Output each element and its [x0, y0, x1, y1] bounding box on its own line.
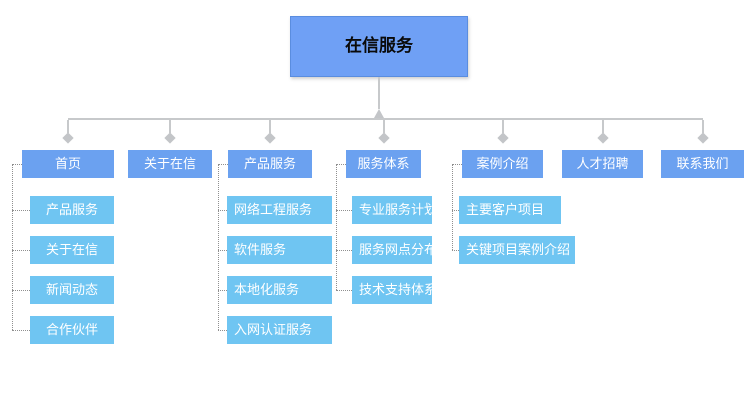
- connector-drop-line: [601, 120, 604, 133]
- branch-node: 案例介绍: [462, 150, 543, 178]
- leaf-node: 专业服务计划: [352, 196, 437, 224]
- leaf-node: 网络工程服务: [227, 196, 332, 224]
- branch-node: 首页: [22, 150, 114, 178]
- dotted-connector: [218, 290, 227, 291]
- root-node: 在信服务: [290, 16, 468, 77]
- branch-node: 人才招聘: [562, 150, 643, 178]
- dotted-connector: [12, 164, 22, 165]
- leaf-node: 入网认证服务: [227, 316, 332, 344]
- dotted-connector: [336, 164, 346, 165]
- connector-rail: [68, 118, 703, 120]
- connector-drop-line: [67, 120, 69, 133]
- dotted-connector: [336, 210, 352, 211]
- dotted-connector: [12, 210, 30, 211]
- drop-diamond-icon: [264, 132, 276, 144]
- drop-diamond-icon: [696, 132, 709, 144]
- leaf-node: 技术支持体系: [352, 276, 437, 304]
- leaf-node: 主要客户项目: [459, 196, 561, 224]
- leaf-node: 软件服务: [227, 236, 332, 264]
- leaf-node: 合作伙伴: [30, 316, 114, 344]
- drop-diamond-icon: [596, 132, 609, 144]
- connector-drop-line: [269, 120, 271, 133]
- leaf-node: 关键项目案例介绍: [459, 236, 575, 264]
- connector-drop-line: [382, 120, 385, 133]
- dotted-connector: [218, 210, 227, 211]
- dotted-connector: [218, 330, 227, 331]
- leaf-node: 产品服务: [30, 196, 114, 224]
- dotted-connector: [452, 210, 459, 211]
- branch-node: 服务体系: [346, 150, 421, 178]
- connector-drop-line: [501, 120, 504, 133]
- dotted-connector: [452, 164, 462, 165]
- dotted-connector: [218, 164, 219, 330]
- dotted-connector: [12, 164, 13, 330]
- connector-drop-line: [701, 120, 704, 133]
- drop-diamond-icon: [496, 132, 509, 144]
- dotted-connector: [12, 290, 30, 291]
- connector-trunk-line: [378, 77, 380, 109]
- dotted-connector: [452, 250, 459, 251]
- leaf-node: 新闻动态: [30, 276, 114, 304]
- branch-node: 联系我们: [661, 150, 744, 178]
- branch-node: 产品服务: [228, 150, 312, 178]
- drop-diamond-icon: [164, 132, 176, 144]
- drop-diamond-icon: [377, 132, 390, 144]
- leaf-node: 服务网点分布: [352, 236, 437, 264]
- dotted-connector: [336, 290, 352, 291]
- connector-drop-line: [169, 120, 171, 133]
- dotted-connector: [12, 330, 30, 331]
- drop-diamond-icon: [62, 132, 74, 144]
- dotted-connector: [452, 164, 453, 250]
- leaf-node: 本地化服务: [227, 276, 332, 304]
- trunk-arrowhead-icon: [374, 109, 384, 118]
- dotted-connector: [336, 250, 352, 251]
- dotted-connector: [12, 250, 30, 251]
- dotted-connector: [218, 250, 227, 251]
- dotted-connector: [218, 164, 228, 165]
- branch-node: 关于在信: [128, 150, 212, 178]
- leaf-node: 关于在信: [30, 236, 114, 264]
- dotted-connector: [336, 164, 337, 290]
